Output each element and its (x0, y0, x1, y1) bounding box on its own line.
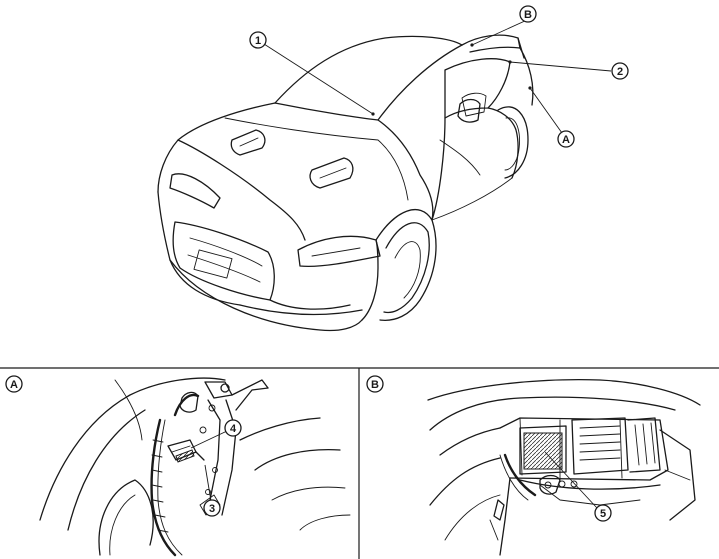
car-illustration (157, 34, 534, 332)
svg-text:1: 1 (255, 35, 261, 47)
svg-text:3: 3 (209, 503, 215, 515)
callout-4: 4 (224, 419, 242, 437)
panel-b-label: B (366, 375, 384, 393)
callout-3: 3 (203, 499, 221, 517)
callout-5: 5 (594, 504, 612, 522)
svg-text:B: B (371, 379, 379, 391)
detail-a-illustration (39, 377, 351, 557)
callout-a-top: A (557, 130, 575, 148)
svg-text:5: 5 (600, 508, 606, 520)
callout-1: 1 (249, 31, 267, 49)
svg-text:4: 4 (230, 423, 237, 435)
panel-a-label: A (5, 375, 23, 393)
car-leaders (263, 19, 612, 134)
detail-b-illustration (427, 379, 701, 556)
svg-text:2: 2 (617, 66, 623, 78)
callout-b-top: B (519, 5, 537, 23)
detail-b-leaders (544, 451, 598, 509)
svg-text:A: A (10, 379, 18, 391)
detail-a-leaders (190, 430, 228, 502)
callout-2: 2 (611, 62, 629, 80)
svg-text:A: A (562, 134, 570, 146)
svg-text:B: B (524, 9, 532, 21)
